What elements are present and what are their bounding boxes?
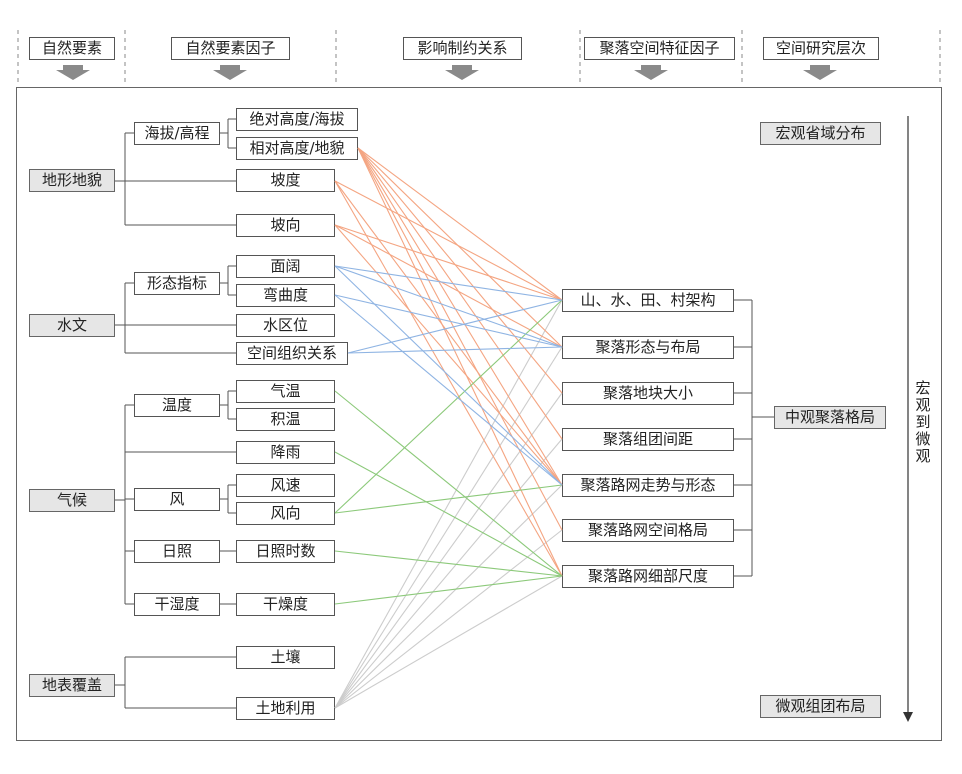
influence-link xyxy=(334,299,563,514)
axis-char: 观 xyxy=(915,396,931,414)
influence-link xyxy=(334,294,563,486)
factor-wind-speed: 风速 xyxy=(236,474,335,497)
diagram-main-frame xyxy=(16,87,942,741)
factor-aspect: 坡向 xyxy=(236,214,335,237)
influence-link xyxy=(334,180,563,577)
feature-road-pattern: 聚落路网空间格局 xyxy=(562,519,734,542)
influence-link xyxy=(334,438,563,709)
header-natural-elements: 自然要素 xyxy=(29,37,115,60)
factor-altitude: 海拔/高程 xyxy=(134,122,220,145)
factor-water-area: 面阔 xyxy=(236,255,335,278)
influence-link xyxy=(357,147,563,486)
influence-link xyxy=(334,575,563,605)
feature-road-scale: 聚落路网细部尺度 xyxy=(562,565,734,588)
factor-rainfall: 降雨 xyxy=(236,441,335,464)
influence-link xyxy=(334,529,563,709)
feature-road-trend: 聚落路网走势与形态 xyxy=(562,474,734,497)
feature-cluster-spacing: 聚落组团间距 xyxy=(562,428,734,451)
arrow-head-icon xyxy=(903,712,913,722)
factor-soil: 土壤 xyxy=(236,646,335,669)
factor-relative-height: 相对高度/地貌 xyxy=(236,137,358,160)
factor-sunshine: 日照 xyxy=(134,540,220,563)
influence-link xyxy=(334,265,563,348)
axis-char: 宏 xyxy=(915,379,931,397)
factor-temperature: 温度 xyxy=(134,394,220,417)
influence-link xyxy=(334,224,563,301)
factor-slope: 坡度 xyxy=(236,169,335,192)
factor-accumulated-temperature: 积温 xyxy=(236,408,335,431)
level-macro: 宏观省域分布 xyxy=(760,122,881,145)
influence-link xyxy=(334,294,563,348)
influence-link xyxy=(357,147,563,531)
influence-link xyxy=(347,346,563,354)
header-element-factors: 自然要素因子 xyxy=(171,37,290,60)
factor-water-location: 水区位 xyxy=(236,314,335,337)
element-hydrology: 水文 xyxy=(29,314,115,337)
header-research-levels: 空间研究层次 xyxy=(763,37,879,60)
influence-link xyxy=(334,265,563,301)
influence-link xyxy=(334,390,563,577)
down-arrow-icon xyxy=(634,65,668,80)
element-land-cover: 地表覆盖 xyxy=(29,674,115,697)
feature-form-layout: 聚落形态与布局 xyxy=(562,336,734,359)
influence-link xyxy=(357,147,563,301)
factor-morphology-index: 形态指标 xyxy=(134,272,220,295)
factor-dryness: 干燥度 xyxy=(236,593,335,616)
influence-link xyxy=(334,550,563,577)
influence-link xyxy=(334,180,563,486)
axis-char: 到 xyxy=(915,413,931,431)
axis-char: 观 xyxy=(915,447,931,465)
influence-link xyxy=(334,224,563,486)
header-influence-relations: 影响制约关系 xyxy=(403,37,522,60)
axis-char: 微 xyxy=(915,430,931,448)
axis-label-macro-to-micro: 宏 观 到 微 观 xyxy=(913,380,933,465)
down-arrow-icon xyxy=(213,65,247,80)
influence-link xyxy=(334,265,563,486)
factor-absolute-height: 绝对高度/海拔 xyxy=(236,108,358,131)
level-meso: 中观聚落格局 xyxy=(774,406,886,429)
influence-link xyxy=(357,147,563,348)
influence-link xyxy=(334,346,563,709)
down-arrow-icon xyxy=(445,65,479,80)
influence-link xyxy=(334,299,563,709)
element-climate: 气候 xyxy=(29,489,115,512)
down-arrow-icon xyxy=(803,65,837,80)
factor-dry-humidity: 干湿度 xyxy=(134,593,220,616)
influence-link xyxy=(334,224,563,348)
factor-spatial-organization: 空间组织关系 xyxy=(236,342,348,365)
influence-link xyxy=(334,484,563,709)
influence-link xyxy=(334,180,563,301)
level-micro: 微观组团布局 xyxy=(760,695,881,718)
influence-link xyxy=(334,392,563,709)
feature-plot-size: 聚落地块大小 xyxy=(562,382,734,405)
element-terrain: 地形地貌 xyxy=(29,169,115,192)
header-settlement-factors: 聚落空间特征因子 xyxy=(584,37,735,60)
influence-link xyxy=(334,451,563,577)
factor-wind-direction: 风向 xyxy=(236,502,335,525)
influence-link xyxy=(357,147,563,577)
factor-curvature: 弯曲度 xyxy=(236,284,335,307)
influence-link xyxy=(357,147,563,440)
factor-land-use: 土地利用 xyxy=(236,697,335,720)
factor-wind: 风 xyxy=(134,488,220,511)
factor-sunshine-hours: 日照时数 xyxy=(236,540,335,563)
influence-link xyxy=(334,575,563,709)
feature-framework: 山、水、田、村架构 xyxy=(562,289,734,312)
influence-link xyxy=(347,299,563,354)
influence-link xyxy=(334,484,563,514)
influence-link xyxy=(357,147,563,394)
factor-air-temperature: 气温 xyxy=(236,380,335,403)
down-arrow-icon xyxy=(56,65,90,80)
